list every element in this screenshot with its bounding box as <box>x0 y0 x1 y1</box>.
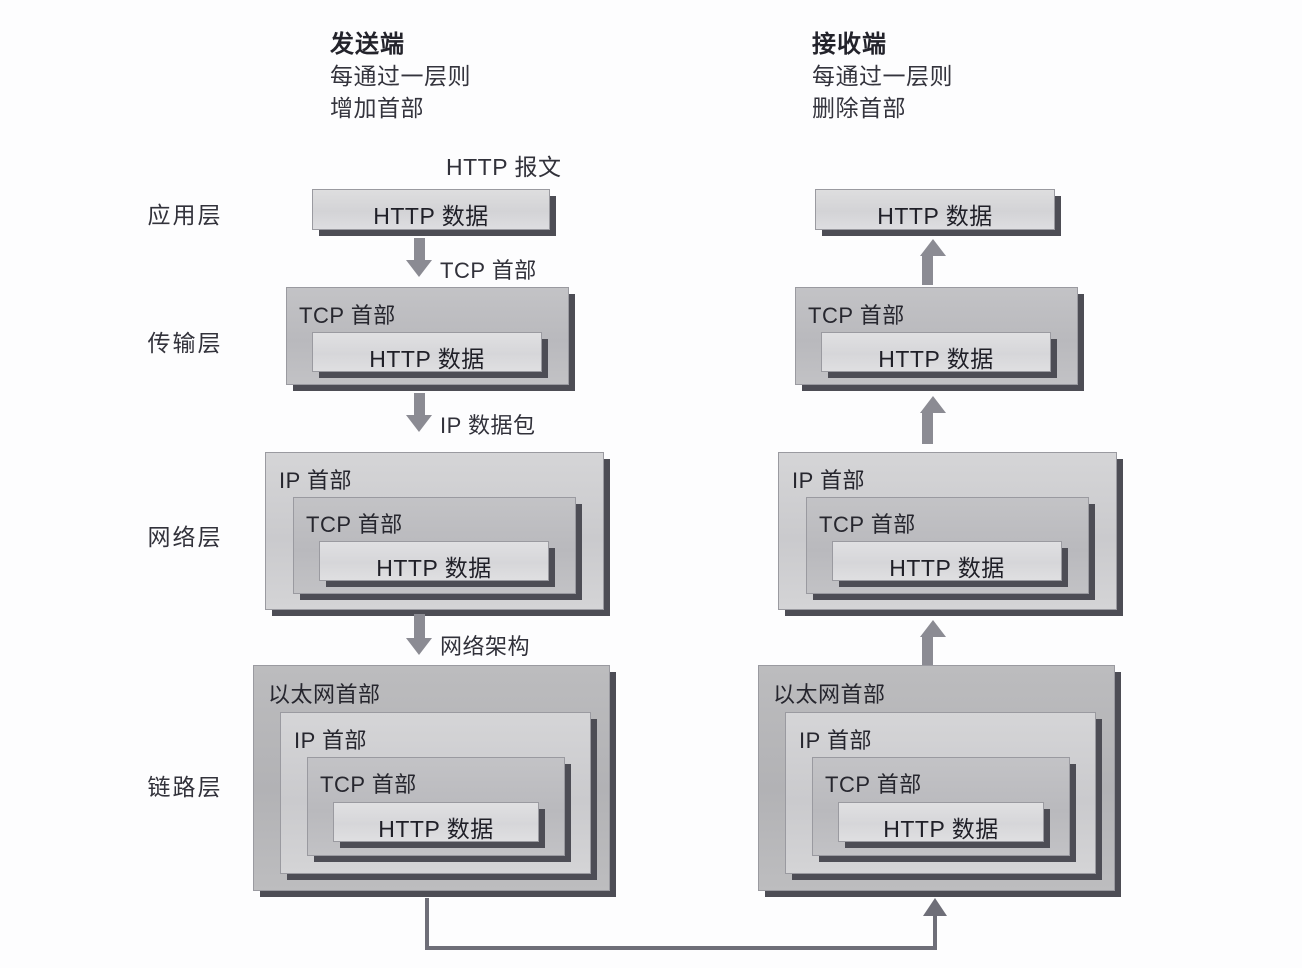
box-label-http-data: HTTP 数据 <box>378 816 494 842</box>
box-label-ip-header: IP 首部 <box>792 468 866 493</box>
layer-label-transport: 传输层 <box>147 330 223 356</box>
receiver-header: 接收端 每通过一层则 删除首部 <box>812 28 953 125</box>
flow-label-network-architecture: 网络架构 <box>440 634 531 659</box>
receiver-network-http-data-box: HTTP 数据 <box>832 541 1068 587</box>
box-label-ethernet-header: 以太网首部 <box>773 682 886 707</box>
receiver-link-ip-header-box: IP 首部 TCP 首部 HTTP 数据 <box>785 712 1102 880</box>
loop-segment-right-vertical <box>933 915 937 950</box>
http-message-label: HTTP 报文 <box>446 154 562 180</box>
box-label-tcp-header: TCP 首部 <box>320 772 417 797</box>
sender-title: 发送端 <box>330 31 405 58</box>
box-label-tcp-header: TCP 首部 <box>825 772 922 797</box>
sender-transport-tcp-header-box: TCP 首部 HTTP 数据 <box>286 287 575 391</box>
arrow-head-network-to-transport <box>920 396 946 413</box>
arrow-head-transport-to-app <box>920 239 946 256</box>
receiver-network-ip-header-box: IP 首部 TCP 首部 HTTP 数据 <box>778 452 1123 616</box>
sender-link-ethernet-header-box: 以太网首部 IP 首部 TCP 首部 HTTP 数据 <box>253 665 616 897</box>
receiver-app-http-data-box: HTTP 数据 <box>815 189 1061 236</box>
layer-label-link: 链路层 <box>147 774 223 800</box>
flow-label-ip-packet: IP 数据包 <box>440 413 536 438</box>
sender-app-http-data-box: HTTP 数据 <box>312 189 556 236</box>
box-label-ip-header: IP 首部 <box>279 468 353 493</box>
box-label-http-data: HTTP 数据 <box>878 346 994 372</box>
box-label-http-data: HTTP 数据 <box>877 203 993 229</box>
box-label-http-data: HTTP 数据 <box>373 203 489 229</box>
arrow-shaft-transport-to-network <box>414 393 425 417</box>
sender-link-ip-header-box: IP 首部 TCP 首部 HTTP 数据 <box>280 712 597 880</box>
receiver-link-http-data-box: HTTP 数据 <box>838 802 1050 848</box>
box-label-http-data: HTTP 数据 <box>883 816 999 842</box>
box-label-ip-header: IP 首部 <box>799 728 873 753</box>
sender-note-line1: 每通过一层则 <box>330 63 471 90</box>
flow-label-tcp-header: TCP 首部 <box>440 258 537 283</box>
arrow-head-link-to-network <box>920 620 946 637</box>
box-label-tcp-header: TCP 首部 <box>808 303 905 328</box>
box-label-http-data: HTTP 数据 <box>376 555 492 581</box>
box-label-http-data: HTTP 数据 <box>889 555 1005 581</box>
sender-transport-http-data-box: HTTP 数据 <box>312 332 548 378</box>
box-label-ip-header: IP 首部 <box>294 728 368 753</box>
box-label-ethernet-header: 以太网首部 <box>268 682 381 707</box>
receiver-transport-http-data-box: HTTP 数据 <box>821 332 1057 378</box>
sender-note-line2: 增加首部 <box>330 94 424 121</box>
sender-network-http-data-box: HTTP 数据 <box>319 541 555 587</box>
receiver-link-tcp-header-box: TCP 首部 HTTP 数据 <box>812 757 1076 862</box>
receiver-title: 接收端 <box>812 31 887 58</box>
arrow-shaft-app-to-transport <box>414 238 425 262</box>
receiver-note-line1: 每通过一层则 <box>812 63 953 90</box>
arrow-head-network-to-link <box>406 638 432 655</box>
receiver-link-ethernet-header-box: 以太网首部 IP 首部 TCP 首部 HTTP 数据 <box>758 665 1121 897</box>
arrow-head-app-to-transport <box>406 260 432 277</box>
receiver-note-line2: 删除首部 <box>812 94 906 121</box>
loop-segment-horizontal <box>425 946 937 950</box>
sender-network-ip-header-box: IP 首部 TCP 首部 HTTP 数据 <box>265 452 610 616</box>
arrow-shaft-network-to-link <box>414 614 425 640</box>
layer-label-network: 网络层 <box>147 524 223 550</box>
box-label-tcp-header: TCP 首部 <box>299 303 396 328</box>
sender-link-http-data-box: HTTP 数据 <box>333 802 545 848</box>
arrow-shaft-link-to-network <box>922 636 933 666</box>
sender-network-tcp-header-box: TCP 首部 HTTP 数据 <box>293 497 582 600</box>
box-label-tcp-header: TCP 首部 <box>819 512 916 537</box>
receiver-network-tcp-header-box: TCP 首部 HTTP 数据 <box>806 497 1095 600</box>
box-label-tcp-header: TCP 首部 <box>306 512 403 537</box>
box-label-http-data: HTTP 数据 <box>369 346 485 372</box>
arrow-head-transport-to-network <box>406 415 432 432</box>
layer-label-application: 应用层 <box>147 202 223 228</box>
sender-link-tcp-header-box: TCP 首部 HTTP 数据 <box>307 757 571 862</box>
arrow-shaft-network-to-transport <box>922 412 933 444</box>
loop-arrow-head-to-receiver <box>923 898 947 916</box>
loop-segment-left-vertical <box>425 898 429 950</box>
arrow-shaft-transport-to-app <box>922 255 933 285</box>
sender-header: 发送端 每通过一层则 增加首部 <box>330 28 471 125</box>
receiver-transport-tcp-header-box: TCP 首部 HTTP 数据 <box>795 287 1084 391</box>
